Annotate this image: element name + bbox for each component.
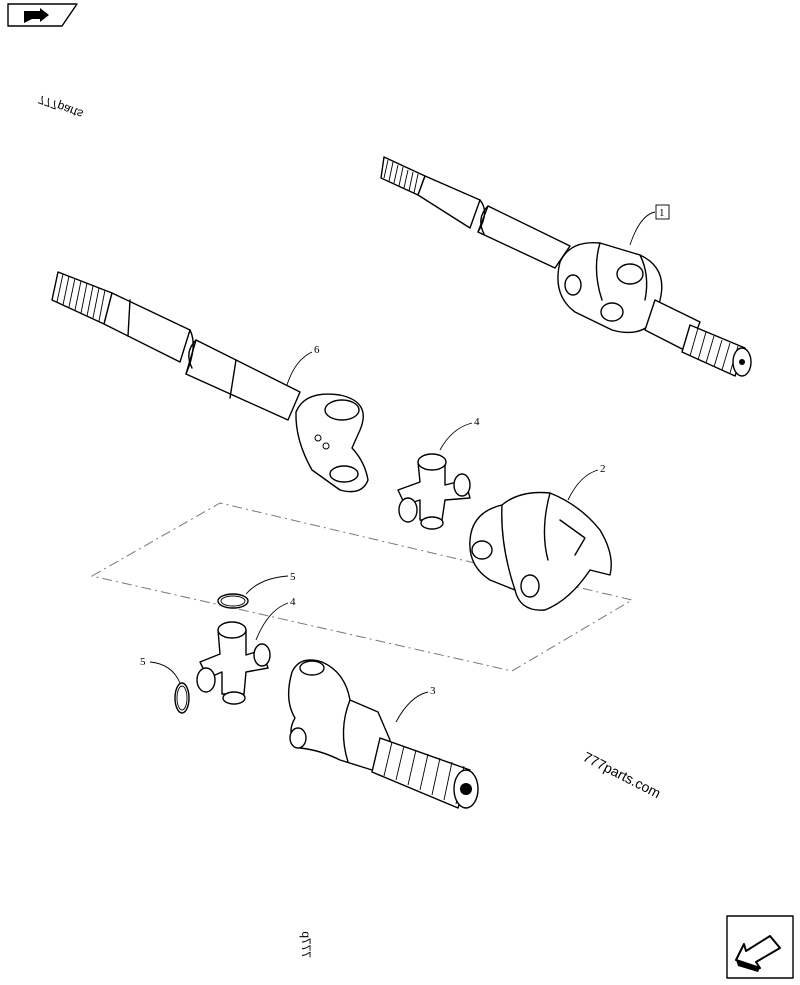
prev-page-button[interactable] — [7, 3, 78, 27]
watermark-site: 777parts.com — [581, 748, 664, 801]
next-page-button[interactable] — [726, 915, 794, 979]
callout-1: 1 — [659, 207, 665, 219]
yoke-housing-part-2 — [469, 491, 612, 611]
callout-2: 2 — [600, 463, 606, 475]
callout-5-lower: 5 — [140, 656, 146, 668]
callout-3: 3 — [430, 685, 436, 697]
callout-6: 6 — [314, 344, 320, 356]
callout-4-lower: 4 — [290, 596, 296, 608]
callout-5-upper: 5 — [290, 571, 296, 583]
watermark-mirror-top: 777parts — [36, 92, 85, 121]
callout-4-upper: 4 — [474, 416, 480, 428]
watermark-mirror-bottom: 777p — [299, 931, 313, 958]
universal-joint-cross-upper — [397, 453, 471, 530]
snap-ring-lower — [174, 682, 190, 714]
shaft-assembly-part-1 — [380, 156, 752, 377]
snap-ring-upper — [217, 593, 249, 609]
universal-joint-cross-lower — [196, 621, 271, 705]
arrow-left-folder-icon — [24, 8, 49, 23]
axle-shaft-part-6 — [51, 271, 369, 493]
arrow-down-left-icon — [735, 935, 781, 972]
stub-shaft-part-3 — [287, 659, 479, 809]
